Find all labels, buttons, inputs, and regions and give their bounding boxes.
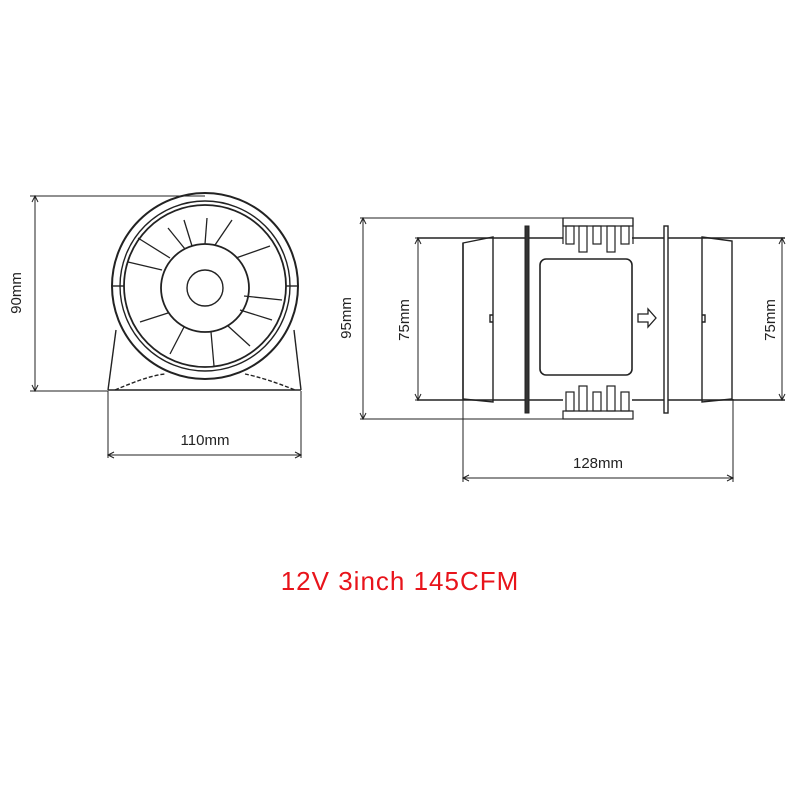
bottom-terminal-block: [562, 385, 634, 420]
label-90mm: 90mm: [8, 272, 25, 314]
label-110mm: 110mm: [181, 432, 230, 449]
product-spec-caption: 12V 3inch 145CFM: [280, 566, 520, 596]
label-95mm: 95mm: [338, 297, 355, 339]
side-view-fan: [417, 217, 785, 420]
dimension-110mm: [106, 391, 303, 459]
airflow-arrow-icon: [637, 307, 657, 329]
top-terminal-block: [562, 217, 634, 253]
label-128mm: 128mm: [573, 455, 623, 472]
dimension-75mm-right: [778, 236, 786, 402]
label-75mm-right: 75mm: [762, 299, 779, 341]
label-75mm-left: 75mm: [396, 299, 413, 341]
dimension-95mm: [359, 216, 563, 421]
dimension-90mm: [30, 194, 205, 393]
dimension-75mm-left: [414, 236, 463, 402]
front-view-fan: [107, 192, 302, 391]
dimension-128mm: [461, 399, 735, 482]
